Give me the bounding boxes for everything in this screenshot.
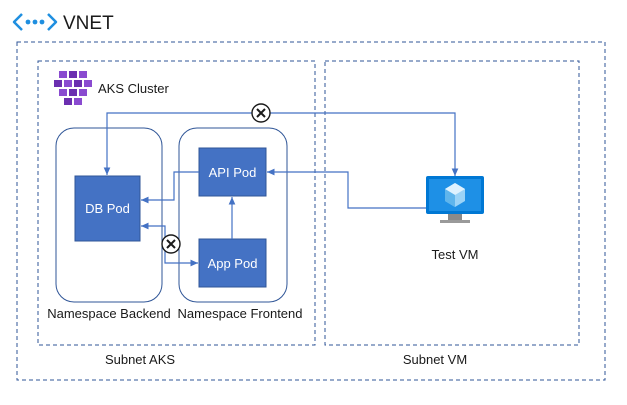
namespace-backend-box	[55, 127, 163, 303]
db-pod[interactable]	[74, 175, 141, 242]
db-pod-label: DB Pod	[85, 201, 130, 216]
blocked-x-icon	[251, 103, 271, 123]
vnet-boundary	[16, 41, 606, 381]
namespace-frontend-label: Namespace Frontend	[177, 306, 302, 321]
connector-vm-to-db	[103, 112, 459, 176]
subnet-aks-boundary	[37, 60, 316, 346]
subnet-aks-label: Subnet AKS	[105, 352, 175, 367]
subnet-vm-boundary	[324, 60, 580, 346]
vnet-title: VNET	[63, 13, 114, 34]
app-pod[interactable]	[198, 238, 267, 288]
connector-vm-to-api	[267, 168, 426, 209]
api-pod-label: API Pod	[209, 165, 257, 180]
connector-api-to-db	[141, 171, 199, 204]
aks-cluster-label: AKS Cluster	[98, 81, 169, 96]
app-pod-label: App Pod	[208, 256, 258, 271]
subnet-vm-label: Subnet VM	[403, 352, 467, 367]
blocked-x-icon	[161, 234, 181, 254]
namespace-backend-label: Namespace Backend	[47, 306, 171, 321]
test-vm-label: Test VM	[432, 247, 479, 262]
virtual-machine-icon	[426, 176, 484, 223]
namespace-frontend-box	[178, 127, 288, 303]
vnet-icon	[12, 13, 58, 31]
aks-cluster-icon	[54, 71, 92, 105]
